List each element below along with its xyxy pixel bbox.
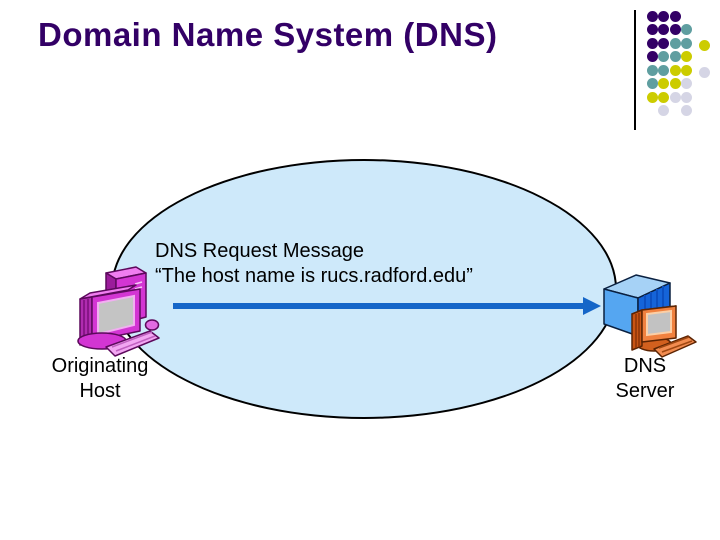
decoration-dot — [658, 104, 669, 116]
decoration-dot — [646, 10, 658, 22]
decoration-dot — [658, 91, 669, 103]
dns-server-label-line-2: Server — [615, 380, 675, 402]
decoration-dot — [681, 51, 692, 62]
decoration-dot — [658, 78, 669, 89]
originating-host-label-line-1: Originating — [51, 355, 149, 377]
decoration-dot — [681, 24, 692, 35]
decoration-dot — [646, 78, 658, 89]
decoration-dot — [646, 37, 658, 49]
decoration-dot — [681, 64, 692, 76]
decoration-dot — [669, 37, 681, 49]
decoration-dot — [669, 64, 681, 76]
decoration-divider-line — [634, 10, 636, 130]
originating-host-label-line-2: Host — [79, 380, 121, 402]
decoration-dot — [646, 91, 658, 103]
decoration-dot — [669, 51, 681, 62]
decoration-dot — [646, 64, 658, 76]
desktop-computer-icon — [77, 266, 160, 357]
decoration-dot — [681, 37, 692, 49]
decoration-dot — [698, 66, 710, 78]
originating-host-label: Originating Host — [30, 354, 170, 404]
dns-server-label-line-1: DNS — [623, 355, 667, 377]
decoration-dot — [681, 104, 692, 116]
dns-server-label: DNS Server — [586, 354, 704, 404]
decoration-dot — [681, 91, 692, 103]
decoration-dot — [646, 51, 658, 62]
decoration-dot — [669, 24, 681, 35]
decoration-dot — [658, 51, 669, 62]
decoration-dot — [646, 24, 658, 35]
message-line-2: “The host name is rucs.radford.edu” — [155, 265, 473, 287]
decoration-dot — [681, 78, 692, 89]
decoration-dot — [658, 37, 669, 49]
decoration-dot — [669, 91, 681, 103]
decoration-dot — [669, 78, 681, 89]
decoration-dot — [658, 24, 669, 35]
message-line-1: DNS Request Message — [155, 240, 364, 262]
network-ellipse — [111, 159, 617, 419]
page-title: Domain Name System (DNS) — [38, 16, 498, 53]
server-tower-icon — [603, 274, 697, 358]
decoration-dot — [658, 10, 669, 22]
decoration-dot — [658, 64, 669, 76]
dns-request-message: DNS Request Message “The host name is ru… — [155, 239, 473, 289]
decoration-dot — [669, 10, 681, 22]
decoration-dot — [698, 39, 710, 51]
request-arrow — [173, 297, 601, 315]
